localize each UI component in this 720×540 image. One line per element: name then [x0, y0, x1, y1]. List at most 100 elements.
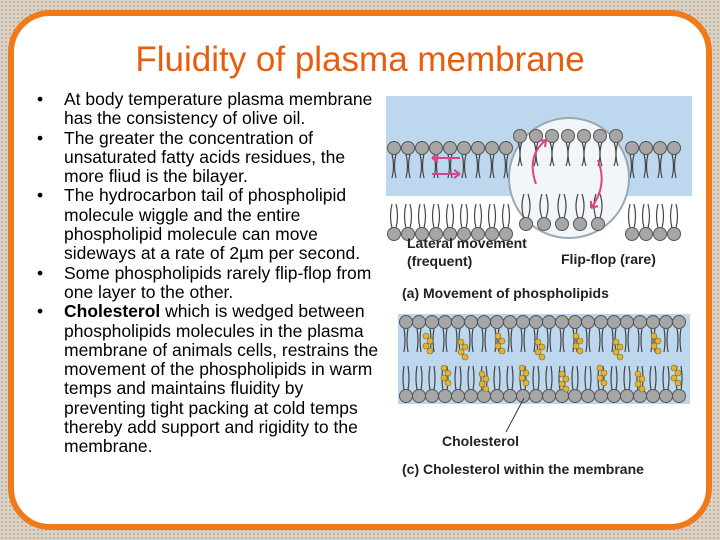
lipid-tail [667, 365, 670, 391]
lipid-head [639, 227, 653, 241]
lipid-tail [633, 203, 637, 229]
lipid-head [401, 141, 415, 155]
cholesterol-molecule [596, 374, 604, 382]
lipid-head [425, 315, 439, 329]
lipid-tail [454, 365, 457, 391]
lipid-head [620, 389, 634, 403]
lipid-head [625, 227, 639, 241]
lipid-tail [465, 203, 469, 229]
cholesterol-molecule [494, 342, 502, 350]
lipid-tail [501, 203, 505, 229]
lipid-head [537, 217, 551, 231]
lipid-head [451, 389, 465, 403]
lipid-tail [546, 327, 549, 353]
cholesterol-molecule [522, 369, 530, 377]
bullet-text: The greater the concentration of unsatur… [64, 127, 346, 187]
lipid-head [607, 389, 621, 403]
lipid-tail [428, 365, 431, 391]
lipid-tail [484, 327, 487, 353]
lipid-head [387, 227, 401, 241]
cholesterol-molecule [440, 364, 448, 372]
lipid-tail [627, 327, 630, 353]
lipid-head [485, 141, 499, 155]
lipid-head [399, 315, 413, 329]
cholesterol-molecule [534, 338, 542, 346]
bullet-dot: • [37, 262, 44, 283]
cholesterol-molecule [638, 375, 646, 383]
lipid-tail [675, 203, 679, 229]
lipid-head [516, 315, 530, 329]
flipflop-label: Flip-flop (rare) [561, 251, 656, 267]
lipid-tail [615, 365, 618, 391]
lipid-head [639, 141, 653, 155]
lipid-tail [475, 153, 479, 179]
lipid-tail [395, 203, 399, 229]
lipid-head [529, 389, 543, 403]
lipid-head [471, 227, 485, 241]
lipid-head [425, 389, 439, 403]
lipid-tail [480, 365, 483, 391]
lipid-head [503, 389, 517, 403]
bullet-item: •The hydrocarbon tail of phospholipid mo… [33, 186, 379, 263]
lipid-head [429, 227, 443, 241]
lipid-head [672, 315, 686, 329]
cholesterol-molecule [534, 348, 542, 356]
lipid-head [399, 389, 413, 403]
lipid-head [609, 129, 623, 143]
bullet-item: • The greater the concentration of unsatu… [33, 127, 379, 187]
cholesterol-molecule [518, 374, 526, 382]
lipid-tail [419, 327, 422, 353]
lipid-tail [584, 365, 587, 391]
lipid-tail [431, 203, 435, 229]
bullet-item: •Cholesterol which is wedged between pho… [33, 301, 379, 456]
lipid-head [594, 315, 608, 329]
lipid-tail [661, 203, 665, 229]
bullet-text: The hydrocarbon tail of phospholipid mol… [64, 185, 361, 264]
lipid-head [568, 315, 582, 329]
membrane-figure: Lateral movement (frequent) Flip-flop (r… [386, 96, 692, 477]
lipid-head [568, 389, 582, 403]
bullet-item: •At body temperature plasma membrane has… [33, 89, 379, 129]
lipid-tail [447, 153, 451, 179]
lipid-tail [407, 153, 411, 179]
lipid-tail [407, 365, 410, 391]
lipid-head [401, 227, 415, 241]
cholesterol-molecule [444, 369, 452, 377]
lipid-head [412, 315, 426, 329]
lipid-tail [503, 153, 507, 179]
cholesterol-molecule [444, 379, 452, 387]
bullet-text: Some phospholipids rarely flip-flop from… [64, 262, 372, 302]
lipid-head [490, 315, 504, 329]
lipid-tail [523, 327, 526, 353]
lipid-tail [520, 327, 523, 353]
lipid-tail [653, 327, 656, 353]
lipid-tail [445, 327, 448, 353]
lipid-tail [628, 365, 631, 391]
cholesterol-molecule [572, 332, 580, 340]
lipid-tail [558, 365, 561, 391]
lipid-tail [537, 365, 540, 391]
lipid-tail [449, 153, 453, 179]
lipid-tail [559, 327, 562, 353]
cholesterol-molecule [457, 348, 465, 356]
lipid-tail [391, 153, 395, 179]
lipid-tail [647, 203, 651, 229]
lipid-tail [472, 365, 475, 391]
lipid-tail [487, 203, 491, 229]
cholesterol-molecule [482, 375, 490, 383]
cholesterol-molecule [422, 332, 430, 340]
cholesterol-molecule [494, 332, 502, 340]
lipid-head [503, 315, 517, 329]
lipid-head [490, 389, 504, 403]
lipid-tail [507, 203, 511, 229]
lipid-tail [598, 327, 601, 353]
bullet-dot: • [37, 127, 44, 148]
lipid-tail [459, 203, 463, 229]
cholesterol-term: Cholesterol [64, 301, 161, 322]
cholesterol-molecule [634, 380, 642, 388]
lipid-tail [477, 153, 481, 179]
lipid-head [542, 389, 556, 403]
cholesterol-molecule [422, 342, 430, 350]
cholesterol-molecule [457, 338, 465, 346]
cholesterol-molecule [600, 369, 608, 377]
